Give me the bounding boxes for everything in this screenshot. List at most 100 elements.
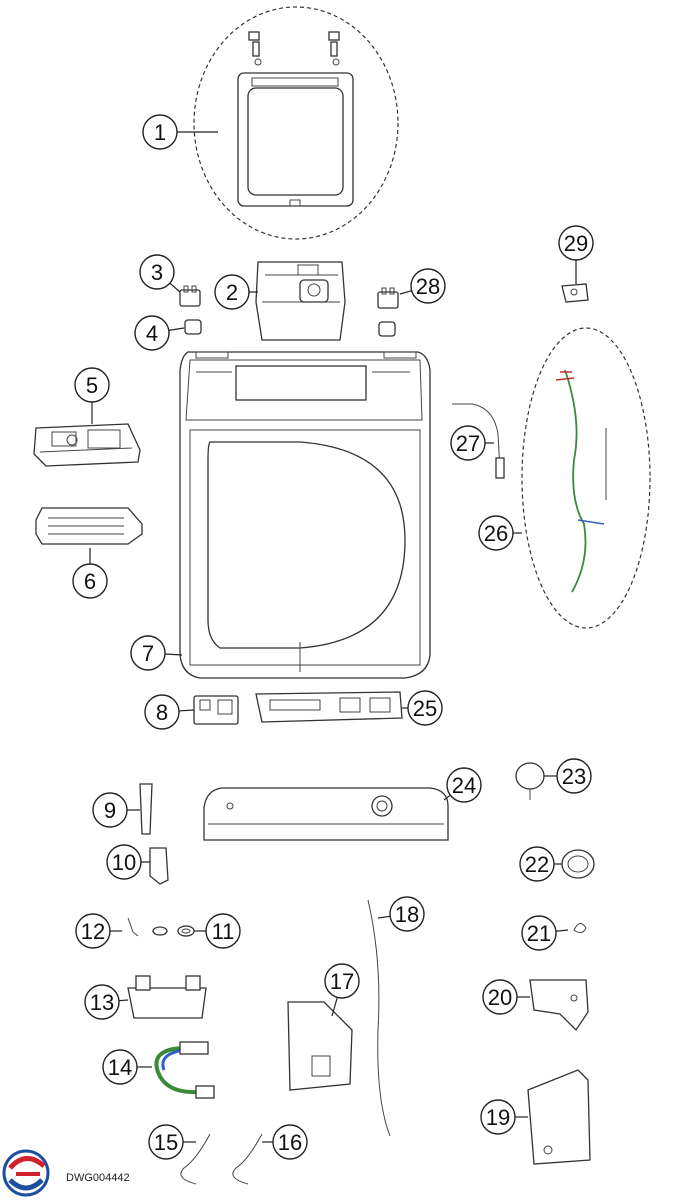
callout-circle (130, 635, 166, 671)
part-wire-harness (521, 327, 651, 629)
callout-label: 25 (413, 696, 437, 721)
part-latch (149, 847, 169, 885)
callout-circle (558, 225, 594, 261)
callout-label: 20 (488, 985, 512, 1010)
callout-4: 4 (134, 315, 185, 351)
callout-label: 19 (486, 1105, 510, 1130)
leader-line (164, 653, 183, 656)
callout-circle (389, 896, 425, 932)
leader-line (331, 997, 338, 1017)
part-control-board (33, 423, 141, 467)
callout-label: 23 (562, 764, 586, 789)
callout-23: 23 (544, 758, 592, 794)
callout-circle (106, 844, 142, 880)
callout-circle (324, 963, 360, 999)
callout-13: 13 (84, 984, 129, 1020)
callout-7: 7 (130, 635, 183, 671)
callout-20: 20 (482, 979, 530, 1015)
callout-12: 12 (75, 913, 122, 949)
callout-16: 16 (262, 1124, 308, 1160)
callout-label: 22 (525, 852, 549, 877)
callout-label: 8 (156, 700, 168, 725)
callout-circle (480, 1099, 516, 1135)
callout-26: 26 (478, 515, 522, 551)
callout-6: 6 (72, 548, 108, 599)
callout-18: 18 (377, 896, 425, 932)
callout-circle (521, 915, 557, 951)
drawing-code: DWG004442 (66, 1172, 130, 1184)
leader-line (178, 709, 195, 712)
callout-label: 17 (330, 969, 354, 994)
callout-circle (205, 913, 241, 949)
callout-circle (214, 274, 250, 310)
part-inlet-valve (127, 975, 207, 1019)
callout-label: 24 (452, 773, 476, 798)
part-tube (367, 899, 391, 1137)
part-bracket-strip (139, 783, 153, 835)
callout-circle (272, 1124, 308, 1160)
part-motor-29 (561, 283, 589, 303)
callout-circle (134, 315, 170, 351)
leader-line (169, 282, 181, 293)
part-control-panel (255, 691, 403, 723)
callout-14: 14 (102, 1049, 152, 1085)
callout-17: 17 (324, 963, 360, 1017)
callout-circle (74, 367, 110, 403)
part-hinge-left (179, 285, 201, 307)
callout-circle (92, 792, 128, 828)
callout-circle (519, 846, 555, 882)
callout-22: 22 (519, 846, 562, 882)
callout-circle (84, 984, 120, 1020)
part-pads (184, 319, 396, 337)
part-cap-23 (515, 762, 545, 800)
leader-line (377, 915, 391, 919)
part-ring-22 (561, 849, 595, 879)
callout-label: 26 (484, 521, 508, 546)
callout-label: 18 (395, 902, 419, 927)
callout-label: 11 (212, 919, 235, 944)
callout-19: 19 (480, 1099, 528, 1135)
part-side-panel (287, 1001, 353, 1091)
leader-line (443, 794, 451, 801)
callout-label: 5 (86, 373, 98, 398)
callout-label: 15 (154, 1130, 178, 1155)
callout-circle (144, 694, 180, 730)
callout-label: 6 (84, 569, 96, 594)
callout-25: 25 (402, 690, 443, 726)
callout-label: 14 (108, 1055, 132, 1080)
callout-label: 12 (81, 919, 105, 944)
callout-circle (478, 515, 514, 551)
callout-label: 7 (142, 641, 154, 666)
callout-21: 21 (521, 915, 569, 951)
leader-line (555, 929, 569, 932)
leader-line (118, 999, 129, 1002)
callout-circle (142, 114, 178, 150)
callout-9: 9 (92, 792, 140, 828)
part-hose-assembly (154, 1041, 215, 1099)
callout-label: 27 (456, 431, 480, 456)
part-lid-assembly (193, 6, 399, 240)
callout-3: 3 (139, 254, 181, 293)
callout-1: 1 (142, 114, 218, 150)
callout-label: 9 (104, 798, 116, 823)
callout-29: 29 (558, 225, 594, 284)
part-hinge-right (377, 287, 399, 309)
part-top-cover (179, 351, 431, 679)
part-clip-21 (573, 923, 587, 934)
callout-label: 16 (278, 1130, 302, 1155)
callout-circle (556, 758, 592, 794)
part-drain-hoses (180, 1133, 263, 1185)
callout-label: 10 (112, 850, 136, 875)
callout-circle (410, 268, 446, 304)
callout-label: 13 (90, 990, 114, 1015)
callout-circle (72, 563, 108, 599)
brand-logo (2, 1149, 50, 1197)
callout-2: 2 (214, 274, 258, 310)
part-switch-module (193, 695, 239, 725)
callout-label: 21 (527, 921, 551, 946)
callout-5: 5 (74, 367, 110, 424)
callout-circle (75, 913, 111, 949)
callout-circle (407, 690, 443, 726)
callout-8: 8 (144, 694, 195, 730)
